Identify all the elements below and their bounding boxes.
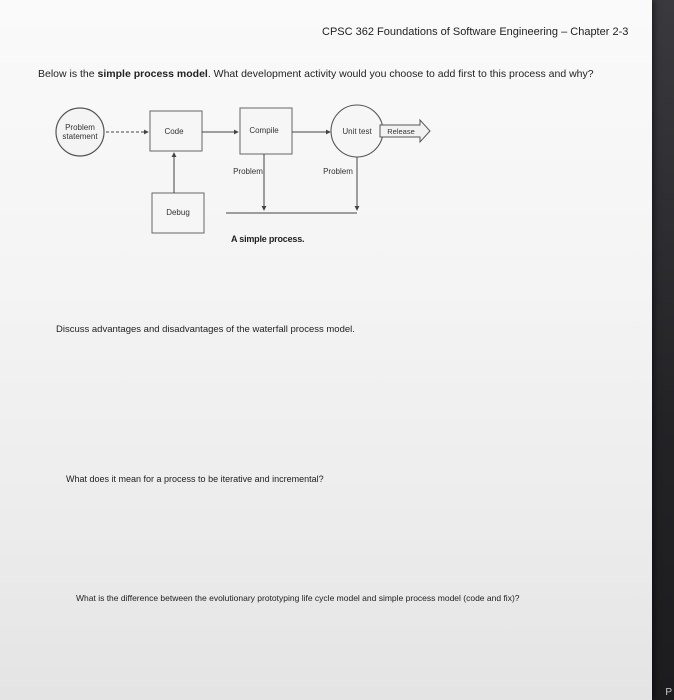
question-2: Discuss advantages and disadvantages of … [56,324,355,335]
release-arrow [379,118,431,144]
problem-left-label: Problem [233,167,263,176]
problem-statement-node [55,107,105,157]
release-label: Release [387,127,415,136]
problem-right-label: Problem [323,167,353,176]
simple-process-diagram: Problem statement Code Compile Unit test… [55,104,431,234]
question-1-prefix: Below is the [38,68,98,80]
compile-label: Compile [249,126,279,135]
document-page: CPSC 362 Foundations of Software Enginee… [0,0,652,700]
question-3: What does it mean for a process to be it… [66,474,324,484]
page-header: CPSC 362 Foundations of Software Enginee… [322,26,629,38]
unit-test-label: Unit test [342,127,372,136]
diagram-caption: A simple process. [231,234,305,244]
question-1-suffix: . What development activity would you ch… [207,68,594,80]
question-4: What is the difference between the evolu… [76,593,520,603]
problem-statement-label-2: statement [62,132,98,141]
question-1-bold: simple process model [97,68,208,80]
debug-node [151,192,205,234]
question-1: Below is the simple process model. What … [38,68,594,80]
compile-node [239,107,293,155]
corner-mark: P [665,687,672,698]
debug-label: Debug [166,208,190,217]
problem-statement-label-1: Problem [65,123,95,132]
code-label: Code [164,127,184,136]
code-node [149,110,203,152]
